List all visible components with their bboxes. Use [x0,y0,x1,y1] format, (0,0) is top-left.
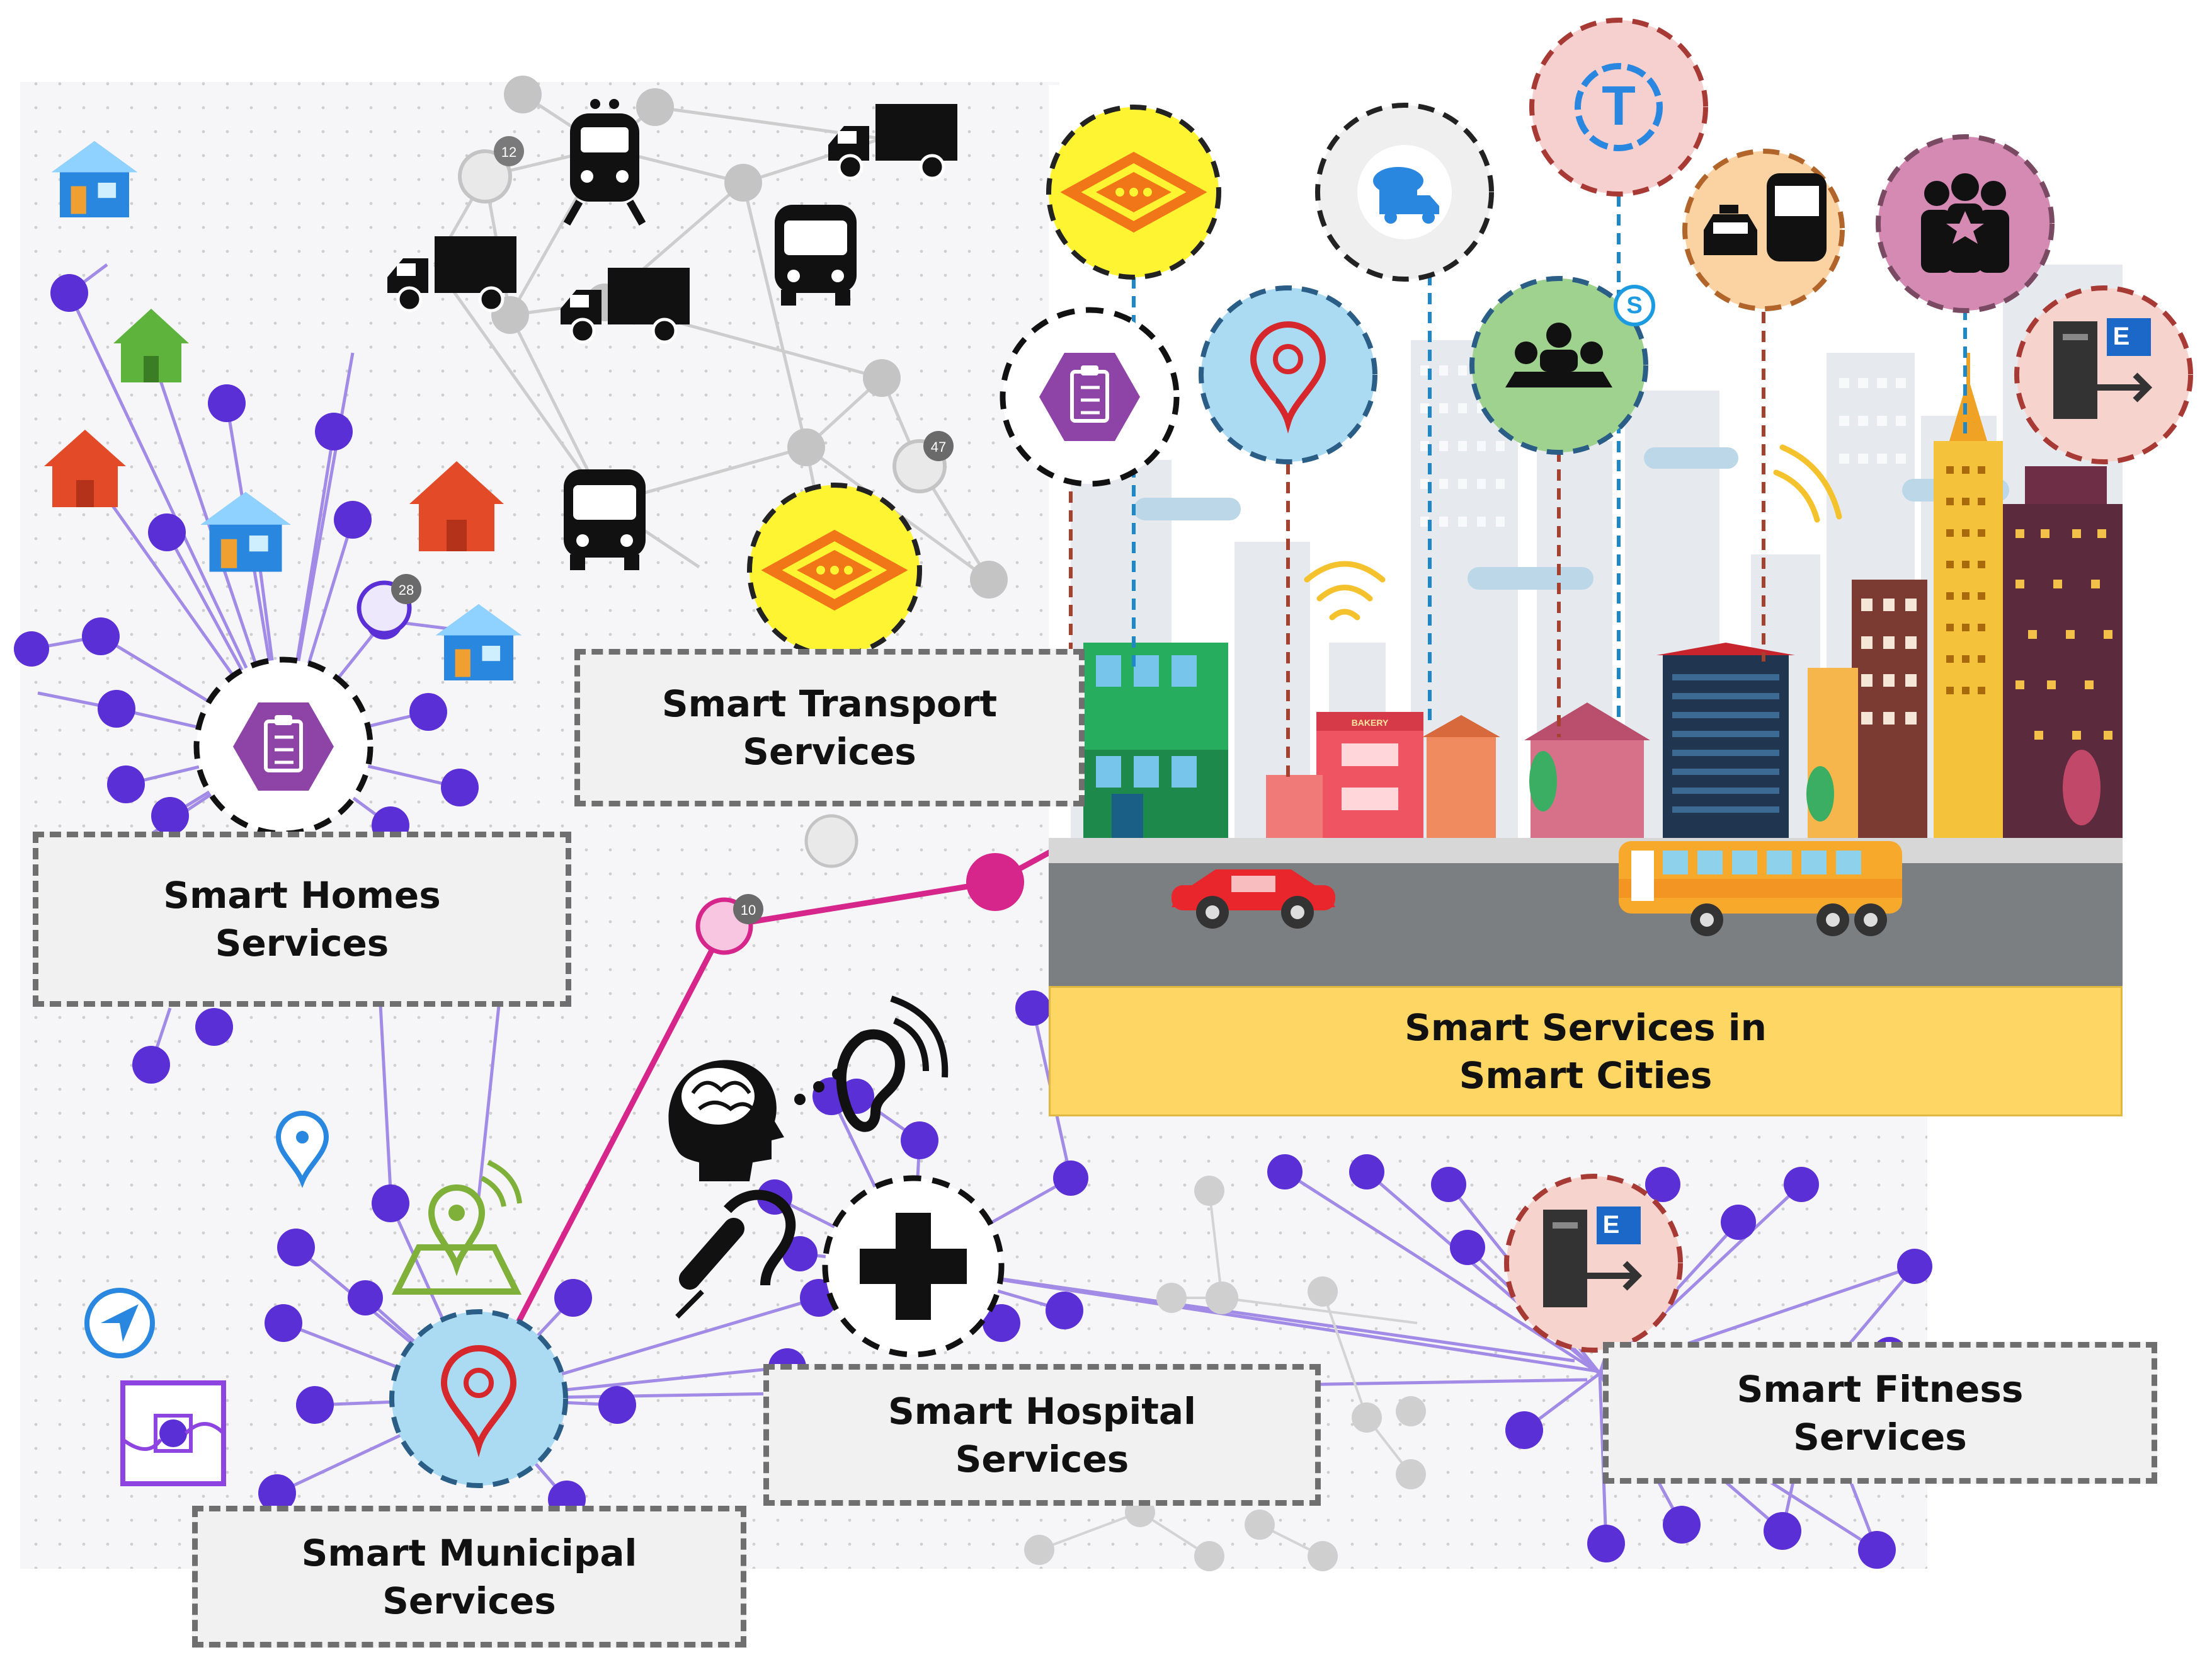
cloud-truck-icon [1315,103,1494,282]
hearing-aid-icon [675,1189,796,1319]
exchange-letter-top: E [2113,323,2130,350]
train-icon [563,99,646,226]
map-pin-icon [1199,285,1377,464]
house-icon [200,492,291,572]
clipboard-icon [1000,307,1180,487]
node-badge-28: 28 [399,582,414,598]
transport-node-badges: 12 47 [494,136,954,461]
homes-node-badge: 28 [391,574,421,604]
homes-network-nodes [14,274,479,1084]
house-icon [51,141,138,217]
truck-icon [828,104,957,180]
diamond-sign-icon [1046,105,1221,280]
server-exchange-icon: E [1504,1174,1683,1353]
truck-icon [387,236,516,312]
taxi-bus-icon [1682,149,1845,311]
car-illustration [1172,869,1335,929]
diamond-sign-icon [747,483,922,658]
map-pin-icon [389,1309,568,1488]
house-icon [44,430,126,507]
bus-icon [775,205,857,306]
navigation-icon [84,1288,155,1358]
exchange-letter-bottom: E [1603,1211,1620,1239]
route-square-icon [120,1380,226,1486]
lower-network-grey-edges [1039,1190,1418,1557]
group-icon [1876,134,2055,313]
bus-icon [564,469,646,570]
bus-illustration [1619,841,1902,936]
map-pin-icon [275,1111,329,1188]
city-illustration: BAKERY [1049,85,2123,989]
map-location-icon [391,1160,522,1295]
node-badge-10: 10 [741,902,756,918]
clipboard-icon [193,656,373,837]
node-badge-12: 12 [501,144,516,160]
magenta-node-large [966,853,1024,911]
taxi-service-icon: T [1529,18,1708,197]
bakery-sign: BAKERY [1352,718,1389,728]
house-icon [113,309,189,382]
medical-cross-icon [822,1175,1005,1358]
meeting-icon: S [1469,276,1655,455]
house-icon [409,461,504,551]
house-icon [435,604,522,680]
taxi-service-letter: T [1602,74,1636,137]
truck-icon [561,268,690,344]
brain-head-icon [668,1060,843,1181]
hearing-icon [836,995,949,1132]
server-exchange-icon: E [2014,285,2193,464]
svg-text:S: S [1626,292,1642,319]
node-badge-47: 47 [931,439,946,455]
